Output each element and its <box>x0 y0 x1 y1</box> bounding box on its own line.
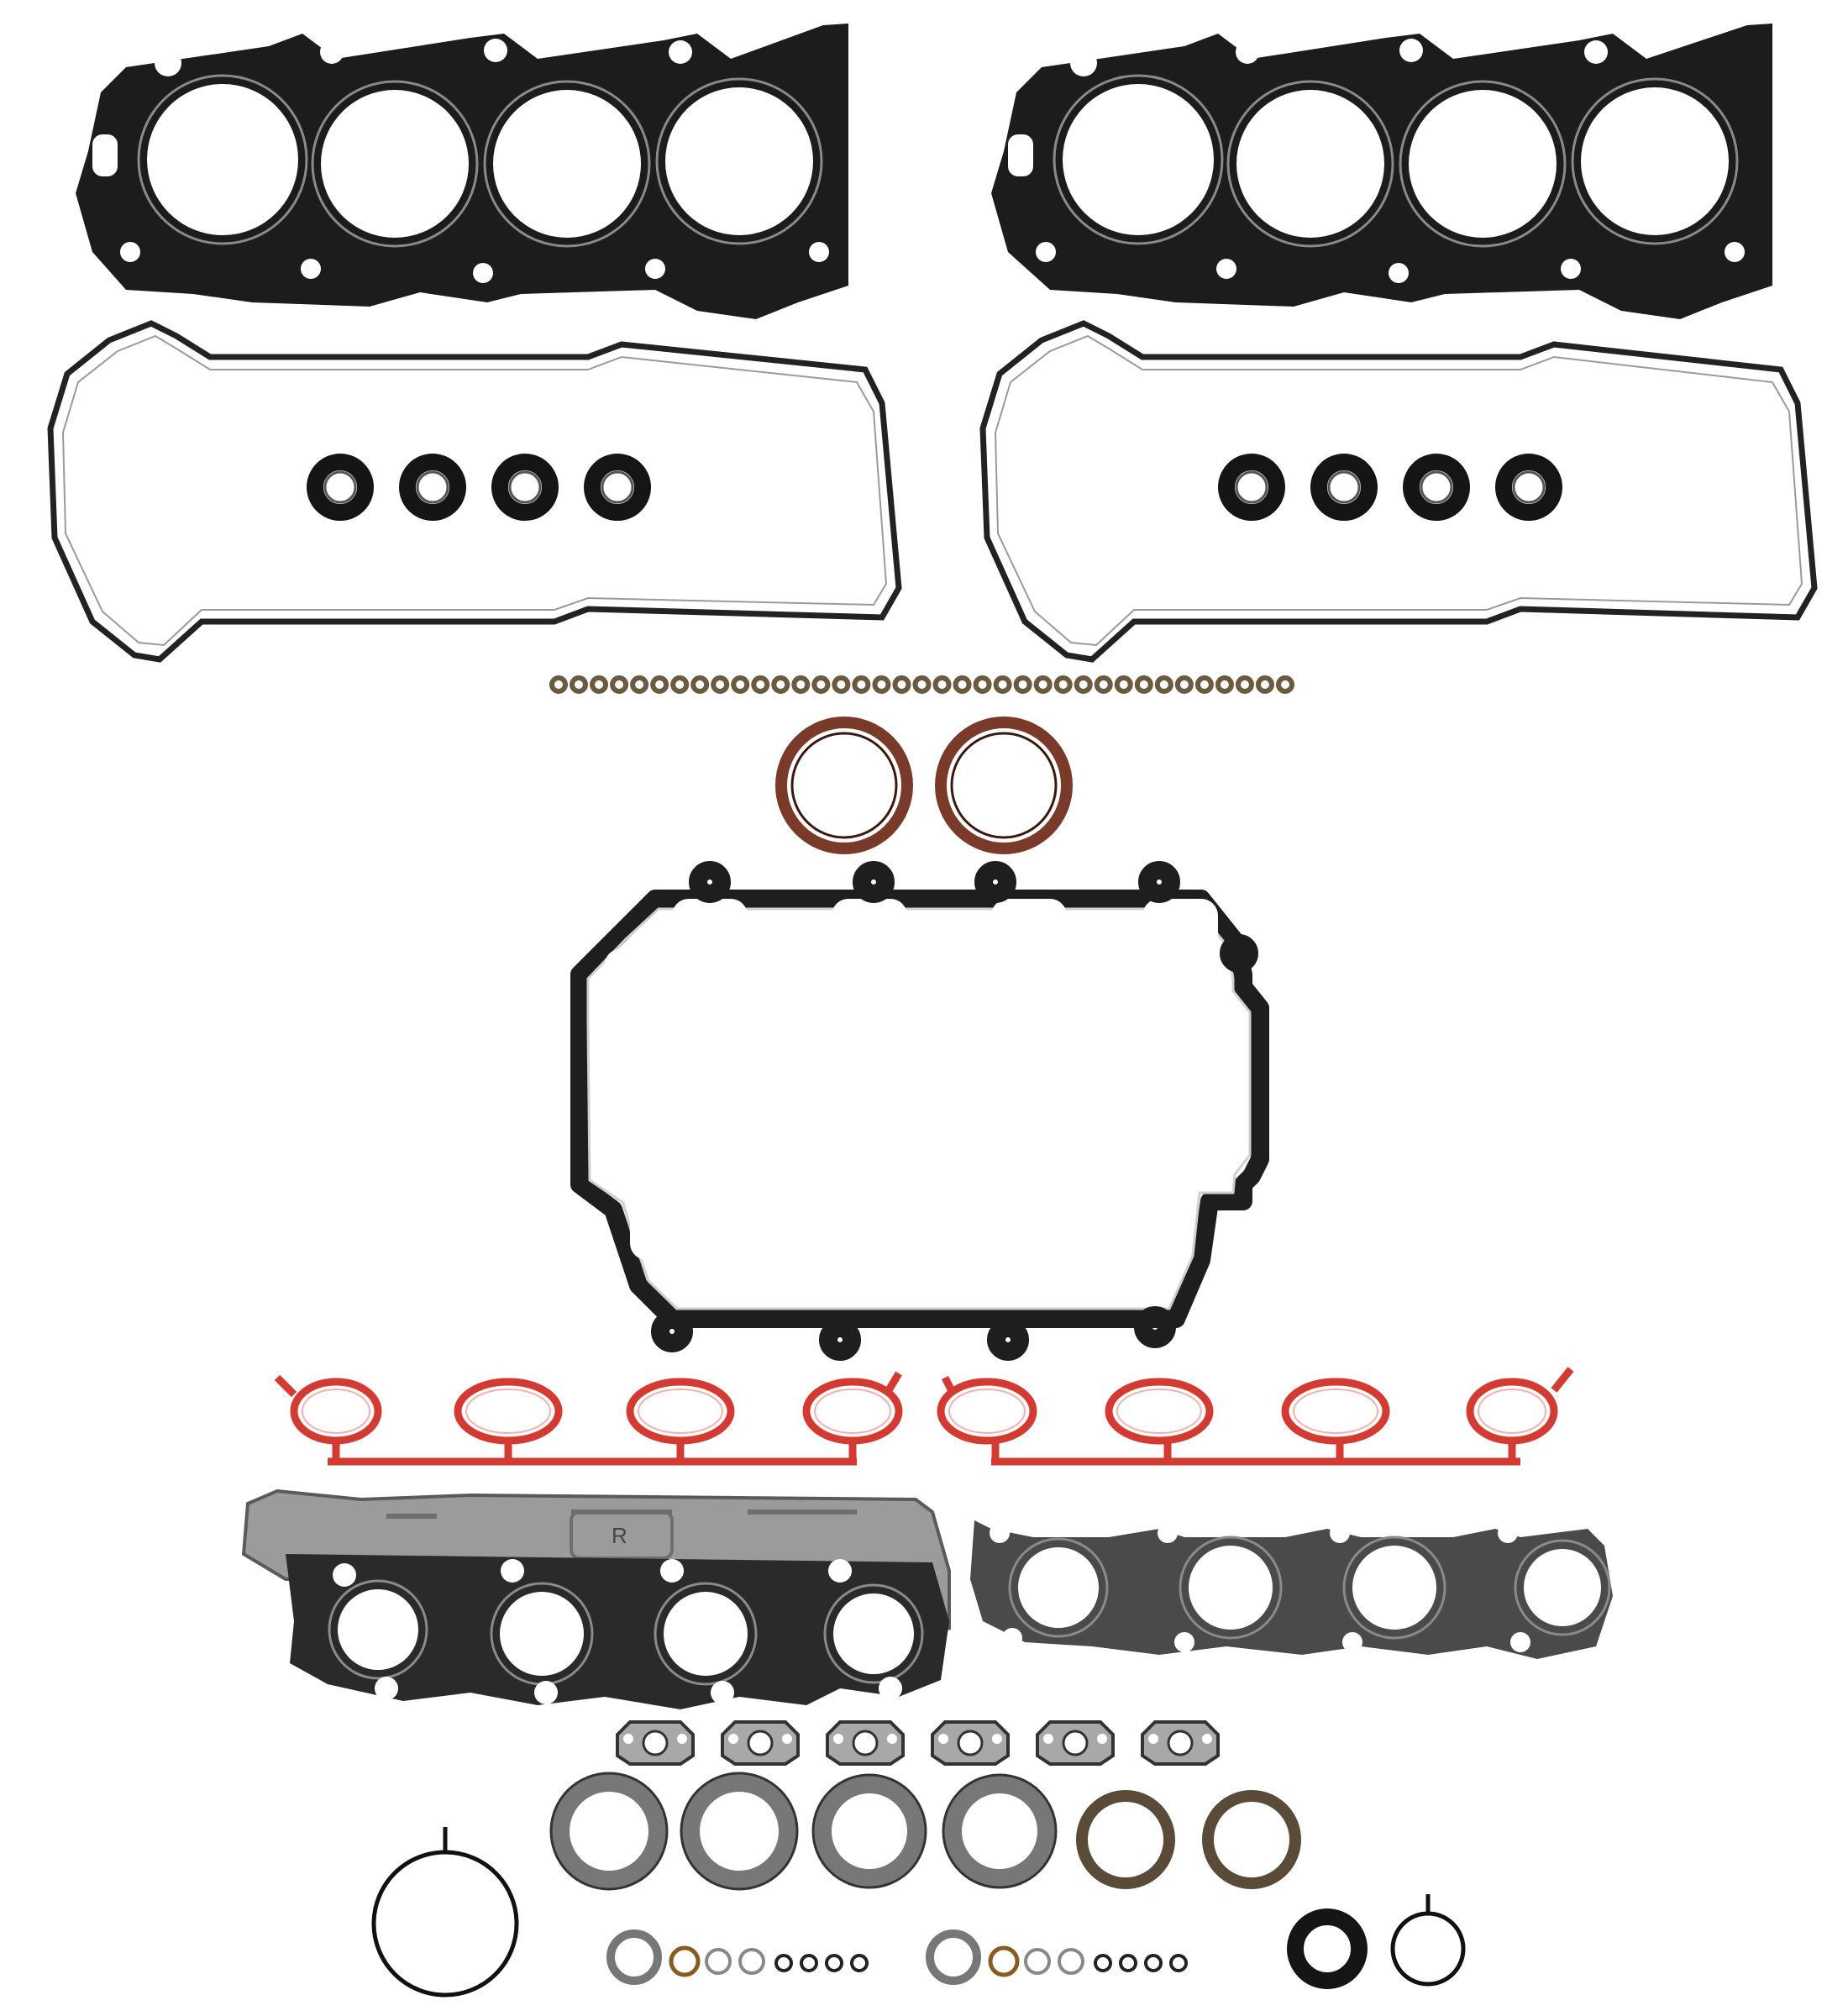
washer <box>872 675 891 694</box>
washer <box>791 675 811 694</box>
copper-ring <box>669 1945 701 1977</box>
spark-tube-seals-right <box>1218 454 1562 521</box>
valve-stem-seal-washers <box>549 675 1294 694</box>
washer <box>570 675 589 694</box>
washer <box>892 675 911 694</box>
washer <box>993 675 1012 694</box>
copper-ring <box>988 1945 1020 1977</box>
egr-gasket <box>721 1720 800 1766</box>
egr-gasket <box>1036 1720 1115 1766</box>
intake-port-gaskets-right <box>937 1367 1574 1466</box>
washer <box>932 675 952 694</box>
washer-ring <box>606 1929 662 1985</box>
washer <box>1154 675 1173 694</box>
egr-gaskets <box>616 1720 1220 1766</box>
o-ring-small <box>774 1954 793 1972</box>
washer <box>610 675 629 694</box>
valve-cover-gasket-right <box>979 320 1818 663</box>
washer <box>751 675 770 694</box>
o-ring-small <box>1094 1954 1112 1972</box>
o-ring-small <box>1144 1954 1163 1972</box>
washer <box>1215 675 1234 694</box>
o-ring-small <box>850 1954 869 1972</box>
cam-seals <box>775 717 1073 854</box>
o-ring-small <box>1169 1954 1188 1972</box>
exhaust-gasket-right <box>970 1520 1613 1659</box>
washer <box>1114 675 1133 694</box>
spark-tube-seals-left <box>307 454 651 521</box>
washer <box>1276 675 1294 694</box>
o-ring <box>1058 1948 1084 1975</box>
washer <box>670 675 690 694</box>
exhaust-gasket-with-shield: R <box>241 1488 951 1709</box>
washer <box>1134 675 1153 694</box>
washer <box>711 675 730 694</box>
o-ring-small <box>1119 1954 1137 1972</box>
washer <box>912 675 932 694</box>
o-ring-small <box>825 1954 843 1972</box>
washer <box>1053 675 1073 694</box>
washer <box>731 675 750 694</box>
washer <box>630 675 649 694</box>
o-ring <box>705 1948 732 1975</box>
washer-ring <box>926 1929 981 1985</box>
washer <box>1194 675 1214 694</box>
o-ring-small <box>800 1954 818 1972</box>
exhaust-rings <box>549 1772 1301 1891</box>
intake-plenum-gasket <box>570 861 1269 1361</box>
washer <box>771 675 790 694</box>
egr-gasket <box>826 1720 905 1766</box>
washer <box>1094 675 1113 694</box>
washer <box>852 675 871 694</box>
washer <box>1033 675 1053 694</box>
oil-seal-pair <box>1287 1894 1466 1989</box>
washer <box>832 675 851 694</box>
o-ring <box>738 1948 765 1975</box>
washer <box>690 675 710 694</box>
egr-gasket <box>616 1720 695 1766</box>
washer <box>549 675 568 694</box>
intake-port-gaskets-left <box>274 1371 903 1466</box>
washer <box>953 675 972 694</box>
washer <box>811 675 831 694</box>
valve-cover-gasket-left <box>47 320 902 663</box>
egr-gasket <box>931 1720 1010 1766</box>
small-o-rings <box>606 1929 1188 1985</box>
washer <box>650 675 669 694</box>
head-gasket-left <box>76 24 848 319</box>
washer <box>590 675 609 694</box>
head-gasket-right <box>991 24 1772 319</box>
washer <box>1074 675 1093 694</box>
o-ring <box>1024 1948 1051 1975</box>
egr-gasket <box>1141 1720 1220 1766</box>
washer <box>1235 675 1254 694</box>
washer <box>1013 675 1032 694</box>
washer <box>973 675 992 694</box>
throttle-body-gasket <box>371 1827 519 1998</box>
washer <box>1255 675 1274 694</box>
washer <box>1174 675 1194 694</box>
heat-shield-marking: R <box>612 1523 627 1548</box>
